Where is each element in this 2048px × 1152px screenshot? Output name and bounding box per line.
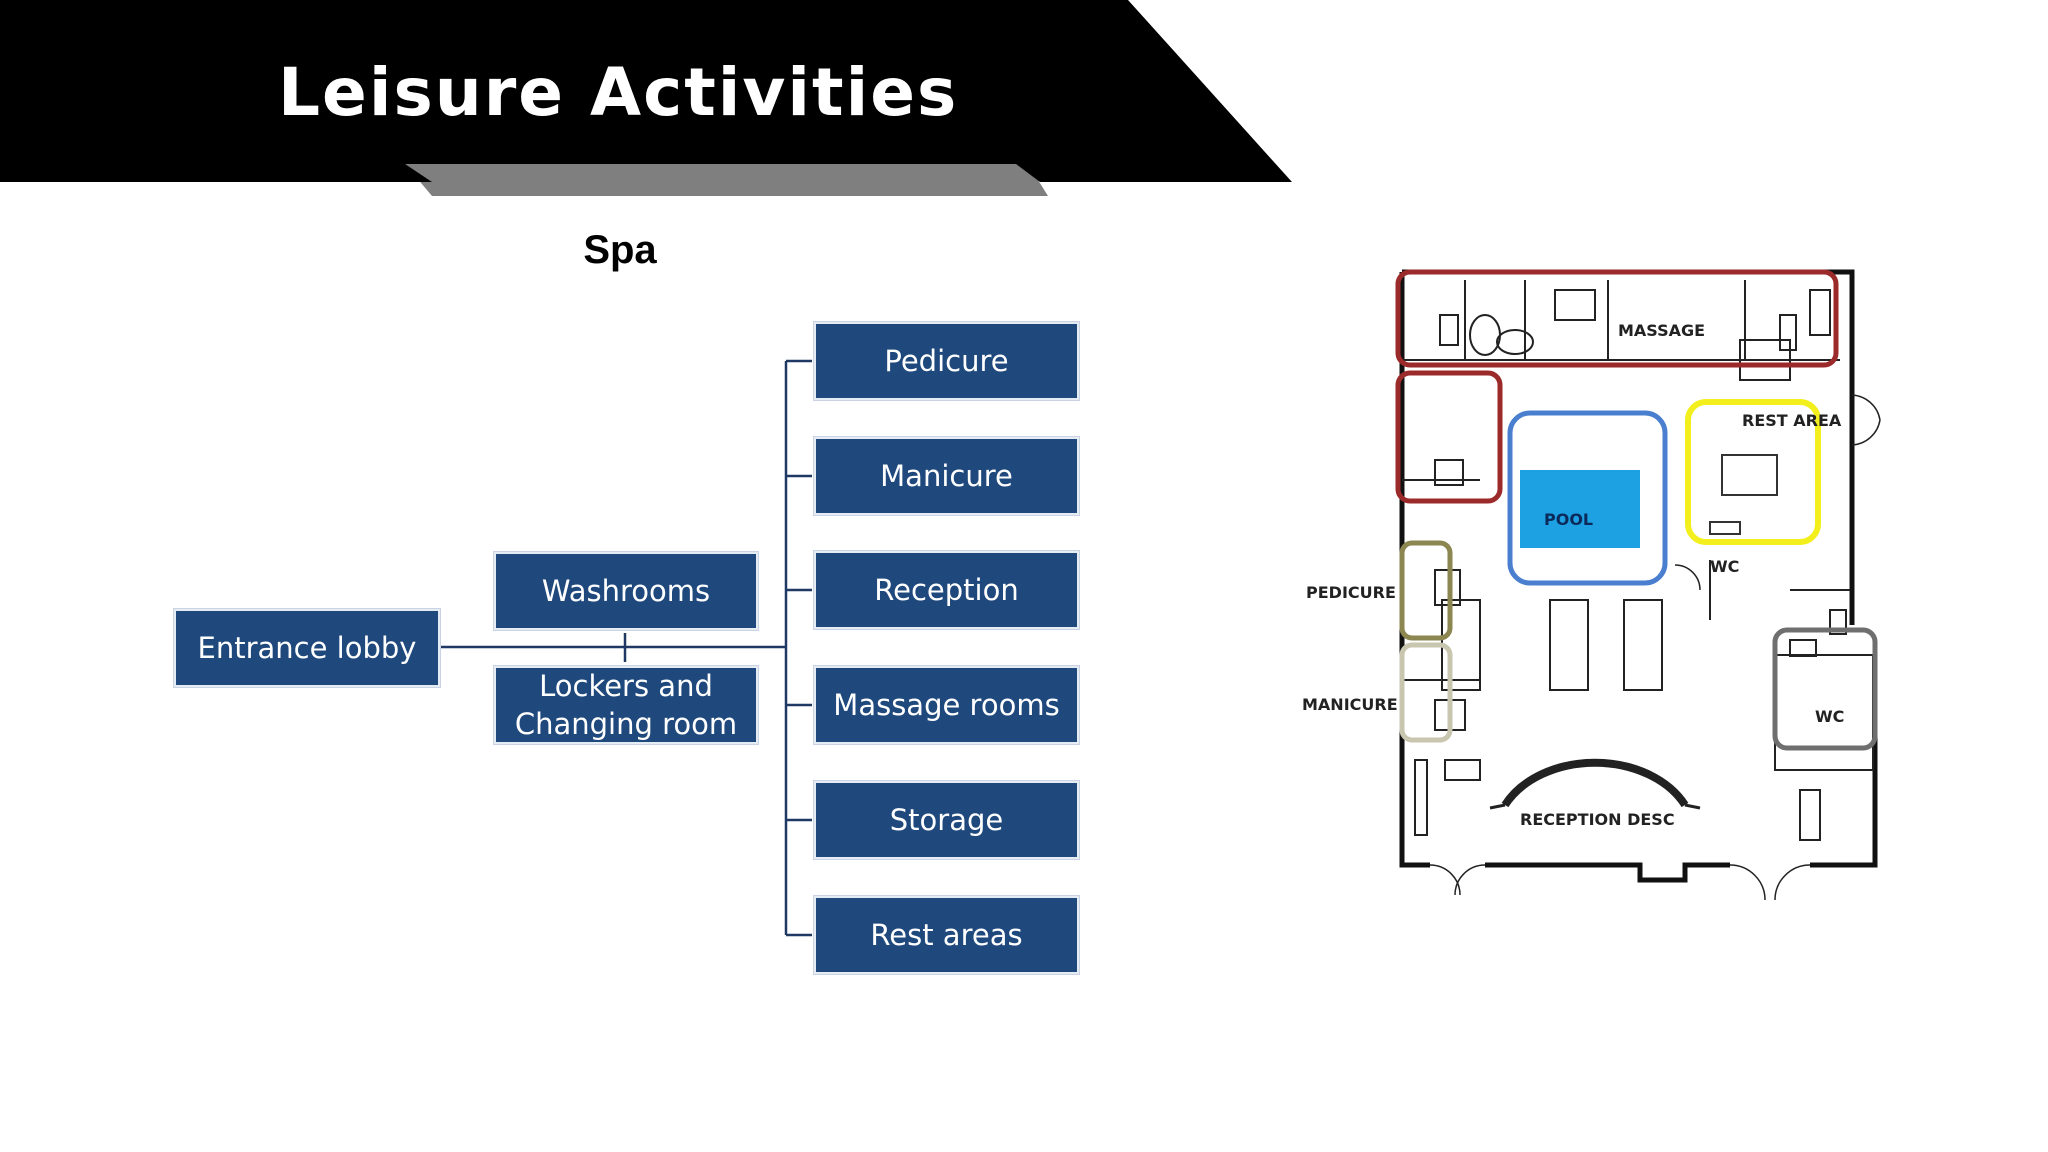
- node-lockers-changing-room: Lockers and Changing room: [494, 666, 758, 744]
- node-storage: Storage: [814, 781, 1079, 859]
- header-banner: [0, 0, 1292, 196]
- zone-massage-side: [1395, 370, 1503, 504]
- spa-floor-plan: MASSAGE REST AREA POOL WC WC PEDICURE MA…: [1302, 269, 1881, 901]
- pool-water: [1520, 470, 1640, 548]
- label-massage: MASSAGE: [1618, 321, 1705, 340]
- label-wc-lower: WC: [1815, 707, 1844, 726]
- header-black-bar: [0, 0, 1292, 182]
- node-rest-areas: Rest areas: [814, 896, 1079, 974]
- node-entrance-lobby: Entrance lobby: [174, 609, 440, 687]
- zone-pedicure: [1399, 540, 1453, 641]
- page-title: Leisure Activities: [278, 54, 959, 131]
- label-reception: RECEPTION DESC: [1520, 810, 1675, 829]
- label-wc-upper: WC: [1710, 557, 1739, 576]
- reception-desk: [1501, 758, 1689, 808]
- zone-manicure: [1399, 642, 1453, 743]
- node-reception: Reception: [814, 551, 1079, 629]
- label-manicure: MANICURE: [1302, 695, 1398, 714]
- plan-doors: [1429, 394, 1881, 901]
- node-massage-rooms: Massage rooms: [814, 666, 1079, 744]
- node-pedicure: Pedicure: [814, 322, 1079, 400]
- label-rest-area: REST AREA: [1742, 411, 1842, 430]
- node-manicure: Manicure: [814, 437, 1079, 515]
- section-title: Spa: [583, 228, 657, 272]
- node-washrooms: Washrooms: [494, 552, 758, 630]
- zone-rest-area: [1685, 399, 1821, 545]
- label-pedicure: PEDICURE: [1306, 583, 1396, 602]
- zone-wc-lower: [1772, 627, 1878, 751]
- zone-pool: [1507, 410, 1668, 586]
- plan-outer-walls: [1399, 269, 1878, 883]
- label-pool: POOL: [1544, 510, 1593, 529]
- header-accent-bar: [405, 164, 1048, 196]
- zone-massage-top: [1395, 269, 1839, 368]
